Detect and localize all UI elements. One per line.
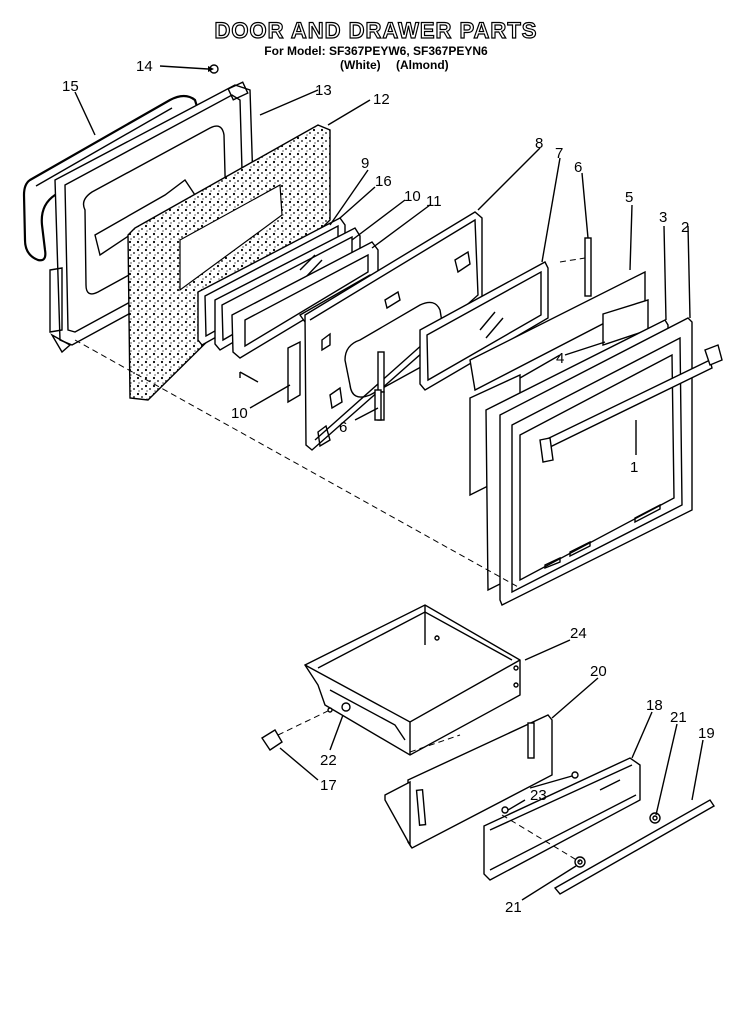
- callout-17: 17: [320, 777, 337, 794]
- part-15-door-gasket: [22, 94, 200, 262]
- variant-white: (White): [340, 58, 381, 72]
- alignment-line-door: [74, 339, 521, 589]
- model-subtitle: For Model: SF367PEYW6, SF367PEYN6: [264, 44, 488, 58]
- part-20-drawer-front-panel: [384, 714, 553, 849]
- callout-19: 19: [698, 725, 715, 742]
- alignment-line-grommet: [501, 814, 581, 863]
- callout-10-lower: 10: [231, 405, 248, 422]
- part-17-drawer-glide: [261, 709, 331, 751]
- callout-14: 14: [136, 58, 153, 75]
- callout-21-lower: 21: [505, 899, 522, 916]
- callout-10-upper: 10: [404, 188, 421, 205]
- part-23-drawer-screws: [501, 771, 579, 814]
- callout-9: 9: [361, 155, 369, 172]
- callout-16: 16: [375, 173, 392, 190]
- part-22-drawer-bolt: [329, 702, 351, 751]
- part-21-grommet-right: [649, 812, 661, 824]
- color-variants: (White) (Almond): [340, 58, 461, 72]
- part-6-hinge-upper: [559, 237, 592, 297]
- callout-22: 22: [320, 752, 337, 769]
- callout-8: 8: [535, 135, 543, 152]
- part-1-door-handle: [539, 344, 723, 463]
- callout-2: 2: [681, 219, 689, 236]
- leader-lines: [74, 89, 704, 901]
- part-18-drawer-front: [483, 757, 641, 881]
- diagram-title: DOOR AND DRAWER PARTS: [214, 17, 538, 43]
- callout-23: 23: [530, 787, 547, 804]
- callout-3: 3: [659, 209, 667, 226]
- part-24-drawer-body: [303, 604, 521, 756]
- part-6-hinge-lower: [374, 389, 382, 421]
- part-10-lower-spacer: [287, 340, 301, 404]
- callout-21-upper: 21: [670, 709, 687, 726]
- callout-1: 1: [630, 459, 638, 476]
- callout-13: 13: [315, 82, 332, 99]
- part-10-glass-spacer: [231, 241, 379, 383]
- part-7-door-glass: [419, 261, 549, 391]
- part-2-outer-door: [499, 317, 693, 606]
- callout-6-lower: 6: [339, 419, 347, 436]
- part-14-screw: [159, 64, 219, 74]
- callout-20: 20: [590, 663, 607, 680]
- callout-labels: 1 2 3 4 5 6 6 7 8 9 10 10 11 12 13 14 15…: [62, 58, 715, 916]
- callout-4: 4: [556, 350, 564, 367]
- callout-12: 12: [373, 91, 390, 108]
- callout-11: 11: [426, 193, 442, 210]
- callout-7: 7: [555, 145, 563, 162]
- callout-6-upper: 6: [574, 159, 582, 176]
- part-12-door-insulation: [127, 124, 331, 401]
- part-19-drawer-trim: [553, 799, 715, 895]
- callout-24: 24: [570, 625, 587, 642]
- callout-15: 15: [62, 78, 79, 95]
- variant-almond: (Almond): [396, 58, 449, 72]
- callout-5: 5: [625, 189, 633, 206]
- alignment-line-drawer: [409, 734, 461, 753]
- callout-18: 18: [646, 697, 663, 714]
